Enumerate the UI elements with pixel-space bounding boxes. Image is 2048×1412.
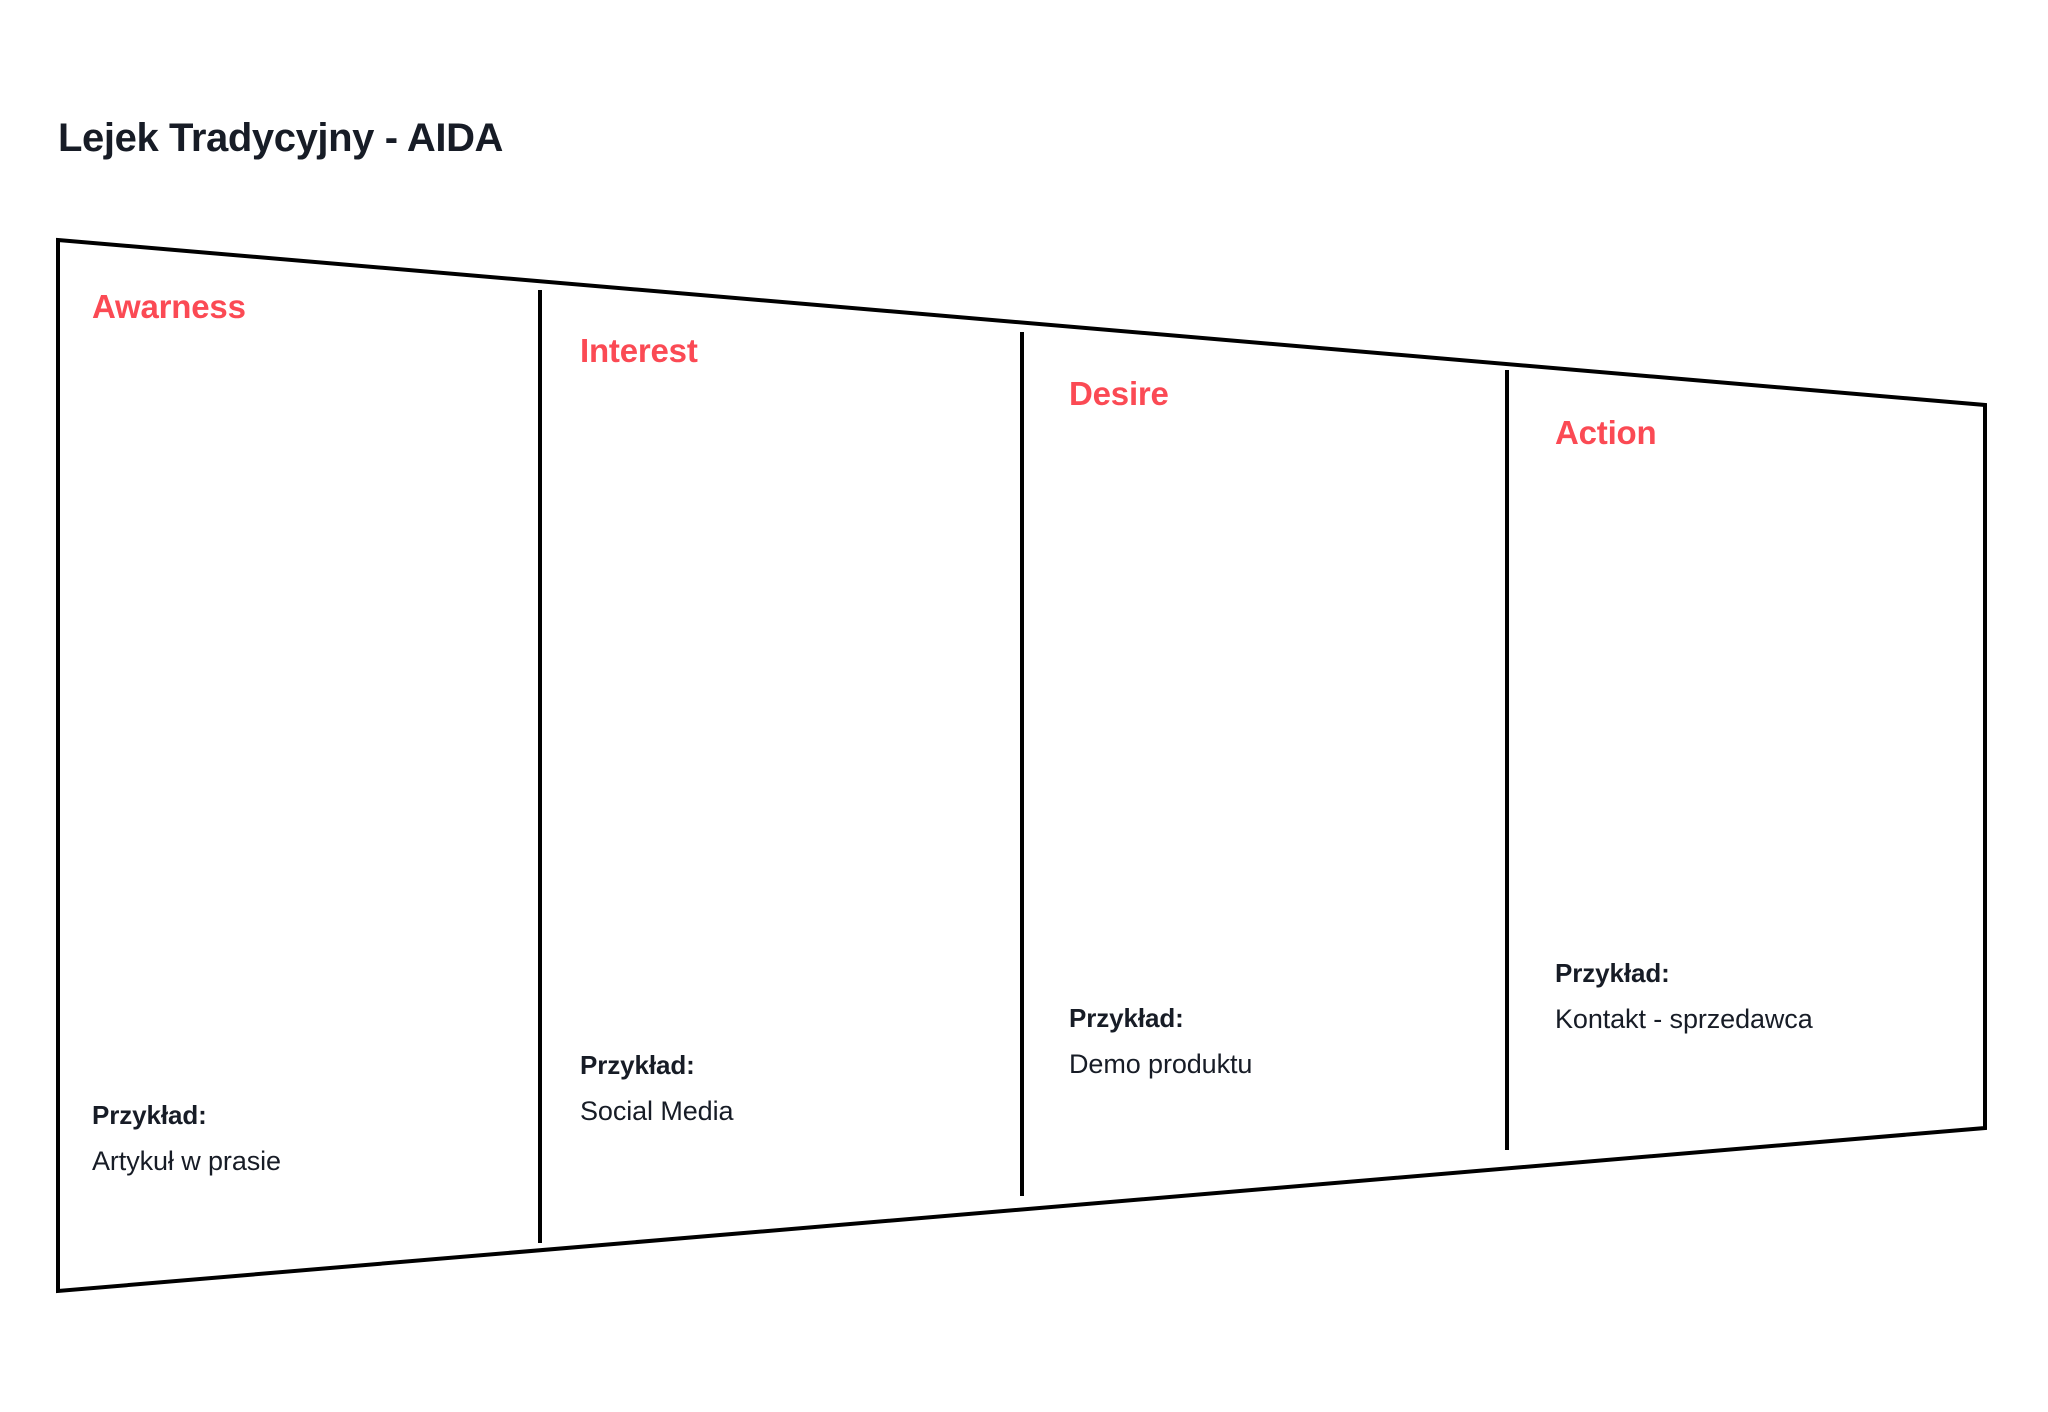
example-value-desire: Demo produktu	[1069, 1049, 1253, 1080]
page-title: Lejek Tradycyjny - AIDA	[58, 116, 504, 160]
stage-label-action: Action	[1555, 414, 1657, 451]
example-heading-interest: Przykład:	[580, 1050, 695, 1080]
example-heading-desire: Przykład:	[1069, 1003, 1184, 1033]
stage-example-interest: Przykład: Social Media	[580, 1048, 733, 1130]
example-value-action: Kontakt - sprzedawca	[1555, 1004, 1813, 1035]
stage-label-desire: Desire	[1069, 375, 1169, 412]
stage-label-awarness: Awarness	[92, 288, 246, 325]
example-value-interest: Social Media	[580, 1096, 734, 1127]
funnel-trapezoid-outline	[56, 237, 1987, 1294]
example-heading-awarness: Przykład:	[92, 1100, 207, 1130]
stage-label-interest: Interest	[580, 332, 698, 369]
stage-example-action: Przykład: Kontakt - sprzedawca	[1555, 956, 1813, 1038]
example-value-awarness: Artykuł w prasie	[92, 1146, 281, 1177]
example-heading-action: Przykład:	[1555, 958, 1670, 988]
stage-example-awarness: Przykład: Artykuł w prasie	[92, 1098, 281, 1180]
stage-example-desire: Przykład: Demo produktu	[1069, 1001, 1252, 1083]
